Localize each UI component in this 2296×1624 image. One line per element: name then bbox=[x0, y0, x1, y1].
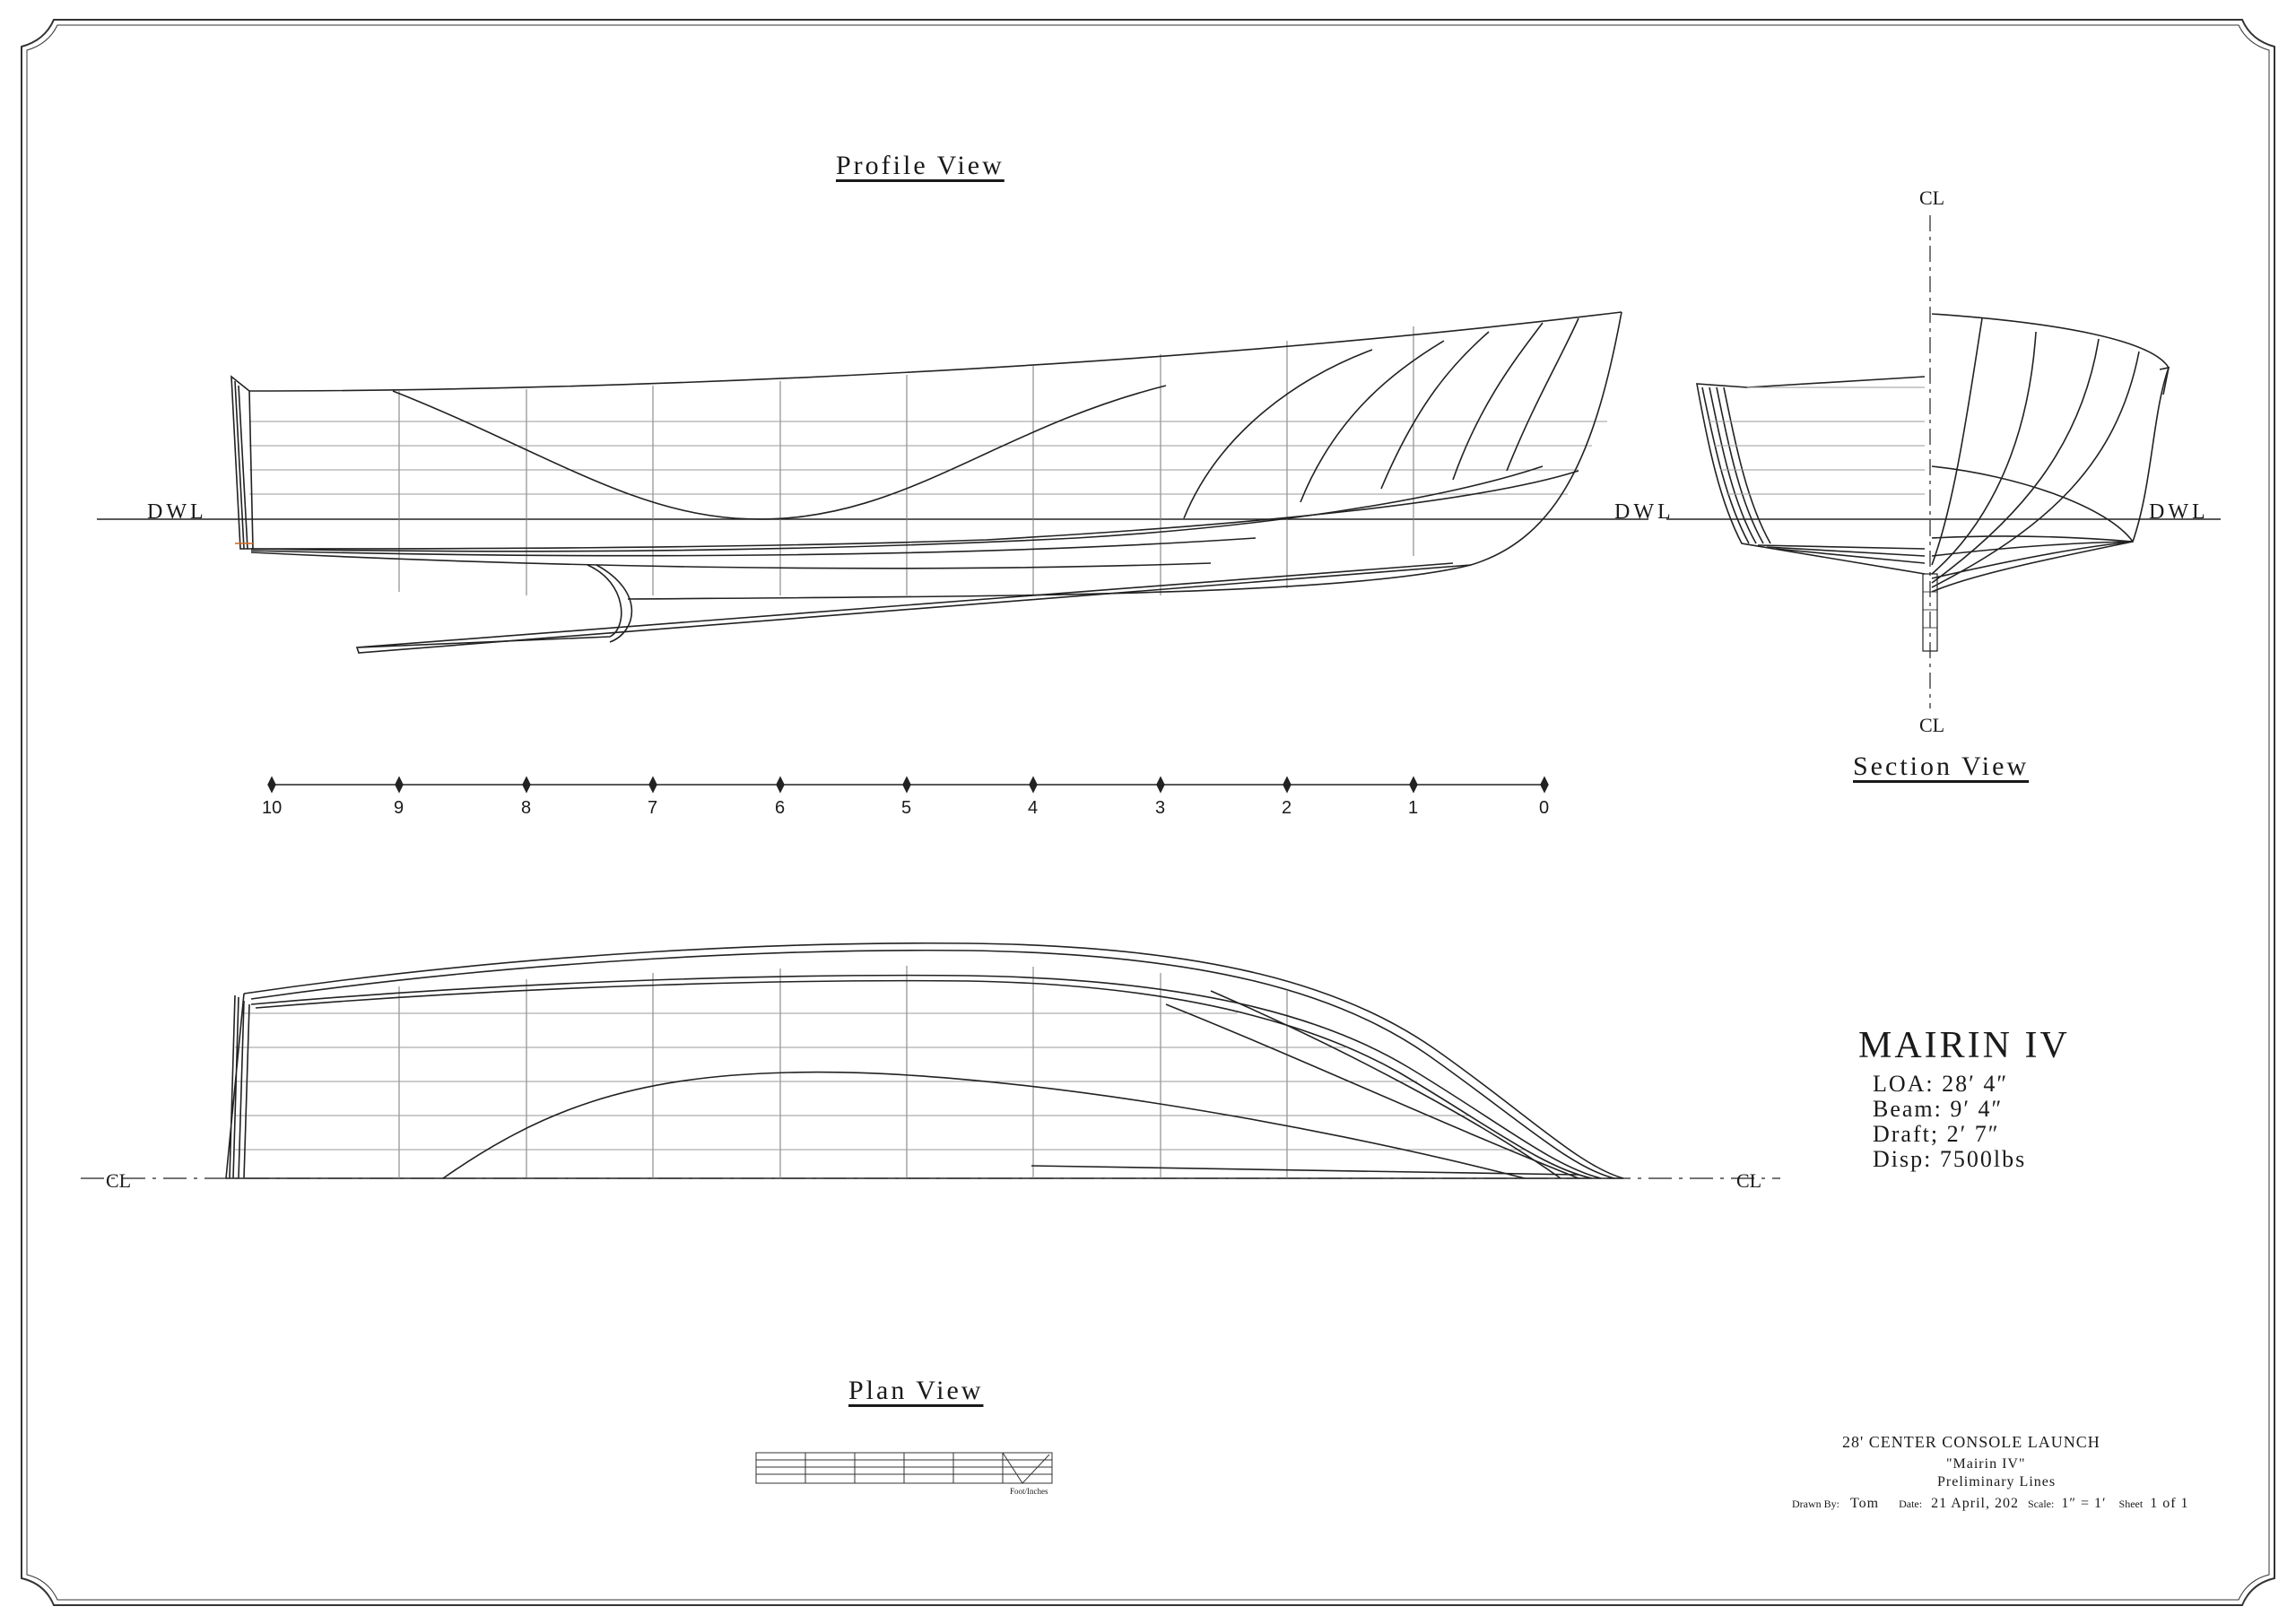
plan-transom bbox=[225, 993, 250, 1179]
title-block-subtitle: "Mairin IV" bbox=[1946, 1456, 2026, 1472]
profile-view-title: Profile View bbox=[836, 151, 1004, 180]
profile-keel bbox=[250, 470, 1579, 550]
station-label: 10 bbox=[262, 798, 283, 818]
section-dwl-label-left: DWL bbox=[1614, 500, 1674, 524]
scale-bar bbox=[755, 1452, 1053, 1484]
spec-loa: LOA: 28′ 4″ bbox=[1873, 1071, 2009, 1097]
section-cl-top: CL bbox=[1919, 187, 1945, 209]
plan-view-title: Plan View bbox=[848, 1376, 984, 1405]
section-view bbox=[1666, 215, 2221, 708]
date-label: Date: bbox=[1899, 1498, 1923, 1510]
profile-stem bbox=[627, 311, 1622, 600]
plan-cl-left: CL bbox=[106, 1169, 132, 1192]
section-dwl-label-right: DWL bbox=[2149, 500, 2209, 524]
scale-value: 1″ = 1′ bbox=[2061, 1496, 2107, 1511]
profile-view bbox=[97, 311, 1648, 654]
station-label: 4 bbox=[1028, 798, 1039, 818]
profile-station-lines bbox=[398, 326, 1414, 595]
station-label: 1 bbox=[1408, 798, 1419, 818]
plan-station-lines bbox=[398, 966, 1288, 1178]
section-cl-bottom: CL bbox=[1919, 714, 1945, 736]
profile-skeg bbox=[358, 564, 622, 648]
spec-beam: Beam: 9′ 4″ bbox=[1873, 1096, 2004, 1122]
date-value: 21 April, 202 bbox=[1931, 1496, 2019, 1511]
title-block-sheet-type: Preliminary Lines bbox=[1937, 1474, 2057, 1489]
station-label: 2 bbox=[1282, 798, 1292, 818]
station-label: 7 bbox=[648, 798, 658, 818]
profile-dwl-label: DWL bbox=[147, 500, 207, 524]
plan-view bbox=[81, 942, 1780, 1179]
spec-draft: Draft; 2′ 7″ bbox=[1873, 1121, 2000, 1147]
section-view-title: Section View bbox=[1853, 751, 2030, 781]
sheet-value: 1 of 1 bbox=[2150, 1496, 2189, 1511]
drawn-by-label: Drawn By: bbox=[1792, 1498, 1839, 1510]
station-label: 3 bbox=[1155, 798, 1166, 818]
title-block-title: 28' CENTER CONSOLE LAUNCH bbox=[1842, 1433, 2100, 1451]
plan-cl-right: CL bbox=[1736, 1169, 1762, 1192]
plan-waterlines bbox=[235, 1012, 1525, 1151]
profile-sheer bbox=[248, 311, 1622, 392]
station-label: 5 bbox=[901, 798, 912, 818]
drawn-by-value: Tom bbox=[1850, 1496, 1880, 1511]
sheet-label: Sheet bbox=[2118, 1498, 2144, 1510]
station-label: 6 bbox=[775, 798, 786, 818]
plan-sheer bbox=[243, 942, 1624, 1179]
station-label: 8 bbox=[521, 798, 532, 818]
spec-displacement: Disp: 7500lbs bbox=[1873, 1146, 2027, 1172]
station-label: 9 bbox=[394, 798, 404, 818]
profile-waterlines bbox=[249, 421, 1607, 495]
title-block-details: Drawn By: Tom Date: 21 April, 202 Scale:… bbox=[1792, 1496, 2189, 1512]
scale-bar-label: Foot/Inches bbox=[1010, 1487, 1048, 1496]
station-scale bbox=[267, 776, 1549, 794]
station-label: 0 bbox=[1539, 798, 1550, 818]
scale-label: Scale: bbox=[2028, 1498, 2055, 1510]
boat-name: MAIRIN IV bbox=[1858, 1025, 2070, 1066]
sheet-border bbox=[21, 19, 2275, 1606]
